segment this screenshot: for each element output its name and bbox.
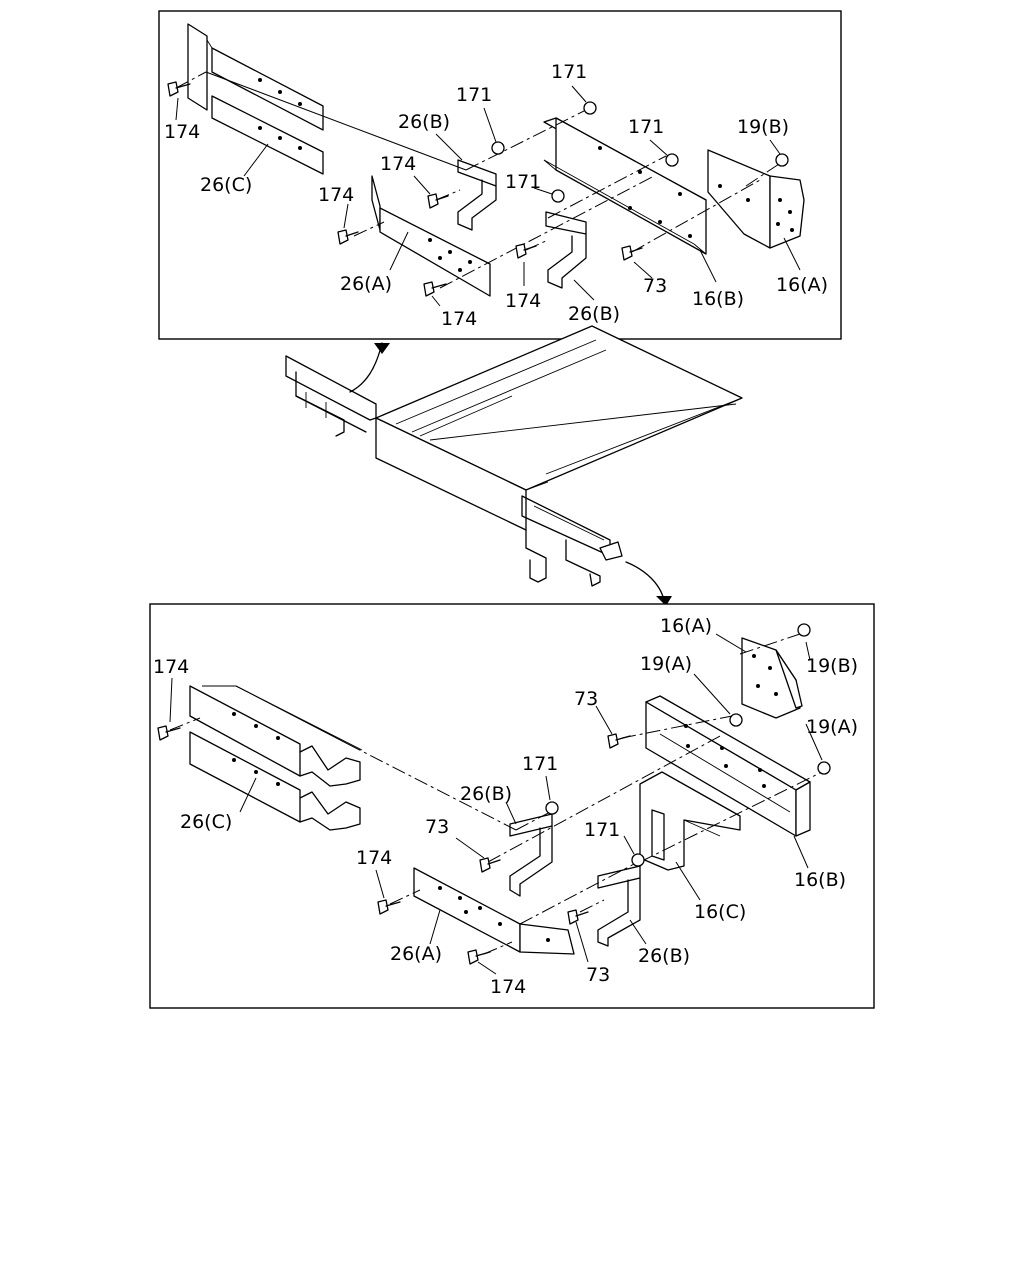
frame-overview-illustration: [285, 325, 743, 606]
callout-26a: 26(A): [340, 273, 392, 295]
bottom-alignment-lines: [169, 631, 827, 955]
callout-171: 171: [522, 753, 558, 775]
bolt-174-icon: [515, 243, 537, 259]
callout-26b: 26(B): [638, 945, 690, 967]
part-16b-channel: [645, 695, 811, 837]
callout-174: 174: [380, 153, 416, 175]
part-26b-bracket-lower: [597, 865, 641, 947]
top-leader-lines: [175, 85, 801, 307]
bolt-174-icon: [337, 229, 359, 245]
callout-174: 174: [153, 656, 189, 678]
nut-171-icon: [583, 101, 597, 115]
part-26b-bracket-upper: [509, 813, 553, 897]
callout-171: 171: [456, 84, 492, 106]
callout-26c: 26(C): [180, 811, 232, 833]
callout-174: 174: [505, 290, 541, 312]
top-detail-panel: 171 171 171 19(B) 26(B) 174 174 171 26(C…: [158, 10, 842, 340]
callout-19a: 19(A): [806, 716, 858, 738]
part-16c-support: [639, 771, 741, 871]
bolt-73-icon: [607, 733, 631, 749]
top-fasteners: [167, 81, 789, 297]
bolt-174-icon: [157, 725, 181, 741]
callout-73: 73: [425, 816, 449, 838]
nut-171-icon: [631, 853, 645, 867]
part-26a-plate: [371, 175, 491, 297]
callout-26a: 26(A): [390, 943, 442, 965]
callout-26b: 26(B): [460, 783, 512, 805]
callout-26b: 26(B): [398, 111, 450, 133]
callout-26b: 26(B): [568, 303, 620, 325]
callout-16a: 16(A): [660, 615, 712, 637]
bolt-174-icon: [377, 899, 401, 915]
bottom-fasteners: [157, 623, 831, 965]
bolt-174-icon: [167, 81, 191, 97]
nut-171-icon: [545, 801, 559, 815]
callout-171: 171: [628, 116, 664, 138]
part-16a-bracket: [707, 149, 805, 249]
nut-171-icon: [491, 141, 505, 155]
part-26c-plates: [189, 685, 363, 831]
part-26a-plate: [413, 867, 575, 955]
nut-171-icon: [551, 189, 565, 203]
top-callout-labels: 171 171 171 19(B) 26(B) 174 174 171 26(C…: [164, 61, 828, 330]
nut-19b-icon: [775, 153, 789, 167]
bolt-174-icon: [467, 949, 491, 965]
callout-171: 171: [505, 171, 541, 193]
bolt-73-icon: [567, 909, 589, 925]
part-26c-plates: [187, 23, 324, 175]
callout-73: 73: [586, 964, 610, 986]
callout-174: 174: [164, 121, 200, 143]
callout-19b: 19(B): [806, 655, 858, 677]
nut-19b-icon: [797, 623, 811, 637]
callout-73: 73: [574, 688, 598, 710]
bolt-73-icon: [621, 245, 643, 261]
callout-174: 174: [490, 976, 526, 998]
detail-arrow-upper: [349, 342, 383, 393]
callout-19b: 19(B): [737, 116, 789, 138]
detail-arrow-lower: [625, 561, 665, 601]
bottom-callout-labels: 16(A) 19(B) 19(A) 174 73 19(A) 171 26(B)…: [153, 615, 858, 998]
bolt-174-icon: [427, 193, 449, 209]
bolt-174-icon: [423, 281, 447, 297]
bottom-detail-panel: 16(A) 19(B) 19(A) 174 73 19(A) 171 26(B)…: [149, 603, 875, 1009]
callout-16b: 16(B): [692, 288, 744, 310]
callout-174: 174: [318, 184, 354, 206]
callout-73: 73: [643, 275, 667, 297]
callout-174: 174: [356, 847, 392, 869]
callout-16a: 16(A): [776, 274, 828, 296]
nut-19a-icon: [729, 713, 743, 727]
callout-174: 174: [441, 308, 477, 330]
part-26b-bracket-upper: [457, 159, 497, 231]
callout-26c: 26(C): [200, 174, 252, 196]
part-16a-bracket: [741, 637, 803, 719]
callout-171: 171: [584, 819, 620, 841]
top-alignment-lines: [175, 71, 783, 289]
part-26b-bracket-lower: [545, 211, 587, 289]
nut-171-icon: [665, 153, 679, 167]
callout-16b: 16(B): [794, 869, 846, 891]
callout-19a: 19(A): [640, 653, 692, 675]
nut-19a-icon: [817, 761, 831, 775]
callout-16c: 16(C): [694, 901, 746, 923]
part-16b-channel: [543, 117, 707, 255]
callout-171: 171: [551, 61, 587, 83]
bottom-leader-lines: [169, 633, 823, 975]
bolt-73-icon: [479, 857, 501, 873]
